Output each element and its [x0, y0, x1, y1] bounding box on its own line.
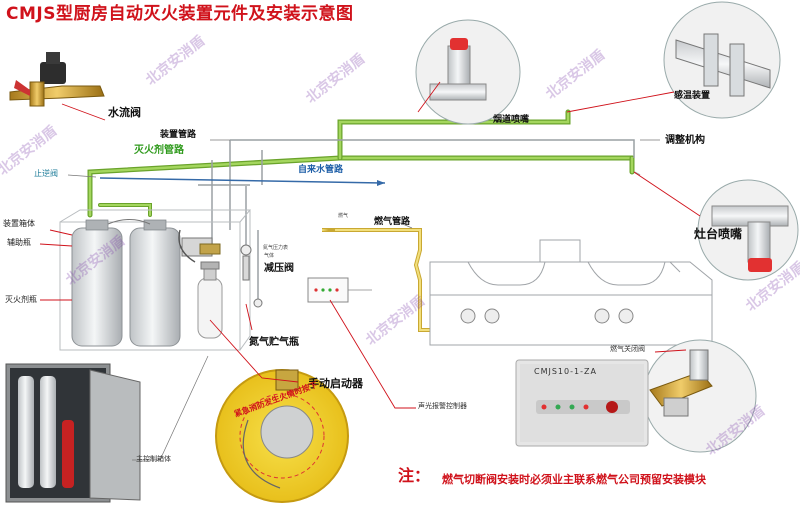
label-flue-nozzle: 烟道喷嘴 [493, 115, 530, 125]
page-title: CMJS型厨房自动灭火装置元件及安装示意图 [6, 4, 354, 24]
label-gas-small-2: 气体 [264, 253, 275, 259]
temperature-device-photo [663, 1, 781, 119]
stove-knobs [460, 308, 634, 324]
device-pipe-network [198, 139, 641, 300]
label-manual-starter: 手动启动器 [308, 377, 363, 390]
label-main-cabinet: 主控制箱体 [136, 455, 171, 463]
label-water-valve: 水流阀 [108, 106, 141, 119]
main-cabinet-photo [5, 363, 141, 503]
leader-lines-grey [67, 139, 660, 461]
stove-nozzle-photo [697, 179, 799, 281]
water-valve-photo [9, 52, 105, 107]
label-gas-small: 燃气 [338, 213, 349, 219]
note-mark: 注： [398, 466, 431, 485]
nitrogen-bottle [197, 261, 223, 339]
leader-lines [39, 81, 701, 409]
label-adjust-mechanism: 调整机构 [665, 135, 705, 146]
label-pressure-valve: 减压阀 [264, 263, 294, 274]
label-check-valve: 止逆阀 [34, 169, 58, 178]
label-cabinet: 装置箱体 [3, 219, 35, 228]
label-agent-bottle: 灭火剂瓶 [5, 295, 37, 304]
flue-nozzle-photo [415, 19, 521, 125]
label-aux-bottle: 辅助瓶 [7, 238, 31, 247]
label-agent-pipe: 灭火剂管路 [134, 145, 184, 156]
stove-outline [429, 239, 713, 346]
manual-starter-photo [215, 369, 349, 503]
note-text: 燃气切断阀安装时必须业主联系燃气公司预留安装模块 [442, 473, 706, 486]
gas-shutoff-valve-photo [643, 339, 757, 453]
label-gas-pipe: 燃气管路 [374, 217, 411, 227]
alarm-controller-photo [515, 359, 649, 447]
agent-bottles [71, 219, 181, 347]
label-stove-nozzle: 灶台喷嘴 [694, 227, 743, 241]
label-tap-water-pipe: 自来水管路 [298, 165, 344, 175]
tap-water-pipe [99, 177, 386, 186]
agent-pipe-network [87, 109, 635, 218]
label-nitrogen-bottle: 氮气贮气瓶 [249, 337, 299, 348]
label-pressure-gauge-small: 氮气压力表 [263, 245, 289, 251]
label-gas-shutoff: 燃气关闭阀 [610, 345, 645, 353]
label-temperature-device: 感温装置 [674, 91, 711, 101]
label-alarm-controller: 声光报警控制器 [418, 402, 467, 410]
valve-head-assembly [178, 229, 263, 308]
controller-model-label: CMJS10-1-ZA [534, 367, 597, 376]
gas-pipe [322, 228, 430, 332]
alarm-box-small [307, 277, 372, 303]
label-device-pipe: 装置管路 [160, 130, 197, 140]
